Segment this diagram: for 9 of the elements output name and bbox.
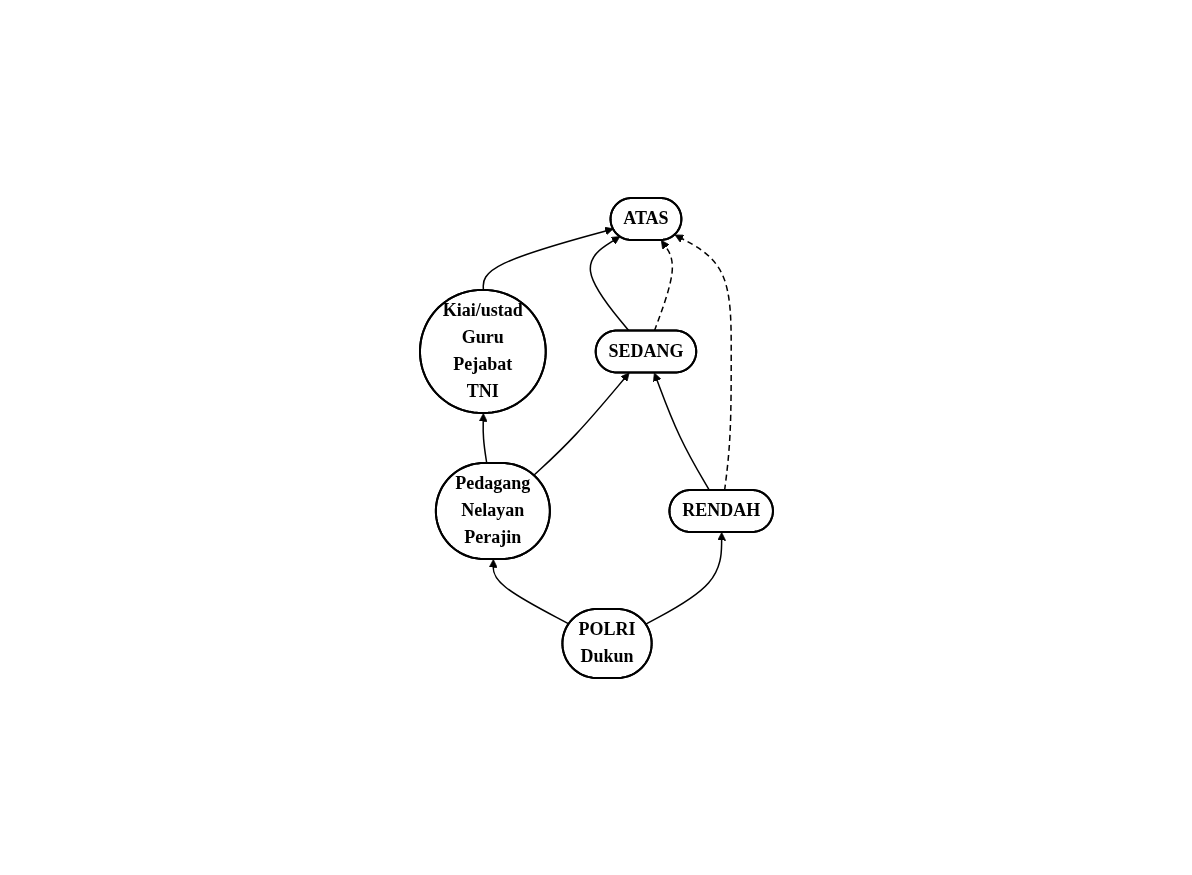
arrow (589, 235, 630, 332)
arrow (653, 239, 673, 332)
arrow (478, 412, 488, 464)
arrow (652, 372, 710, 491)
arrow (674, 234, 732, 491)
arrow (644, 531, 726, 625)
arrow (532, 372, 629, 476)
arrow (488, 558, 570, 625)
arrow (482, 226, 614, 291)
